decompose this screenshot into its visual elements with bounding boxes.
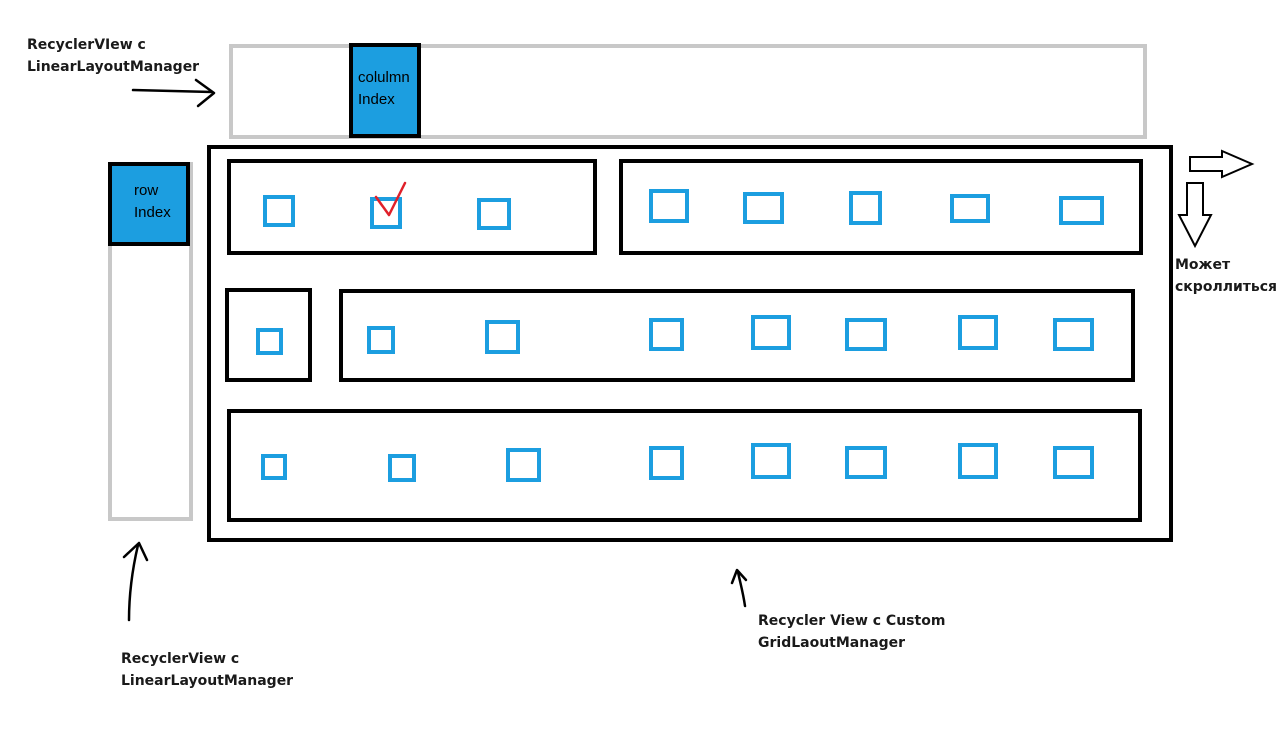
scroll-right-arrow-icon bbox=[1189, 149, 1255, 179]
checkmark-icon bbox=[374, 181, 407, 217]
scroll-note-label: Может скроллиться bbox=[1175, 257, 1278, 295]
list-item[interactable] bbox=[751, 315, 791, 350]
row-index-line-2: Index bbox=[134, 204, 171, 221]
scroll-down-arrow-icon bbox=[1177, 182, 1213, 249]
list-item[interactable] bbox=[845, 318, 887, 351]
row-index-line-1: row bbox=[134, 182, 159, 199]
arrow-up-icon bbox=[122, 541, 149, 622]
list-item[interactable] bbox=[263, 195, 295, 227]
grid-row-1-cell-a[interactable] bbox=[227, 159, 597, 255]
list-item[interactable] bbox=[649, 446, 684, 480]
list-item[interactable] bbox=[958, 443, 998, 479]
list-item[interactable] bbox=[261, 454, 287, 480]
list-item[interactable] bbox=[958, 315, 998, 350]
list-item[interactable] bbox=[649, 189, 689, 223]
list-item[interactable] bbox=[743, 192, 784, 224]
column-index-line-1: colulmn bbox=[358, 69, 410, 86]
list-item[interactable] bbox=[388, 454, 416, 482]
list-item[interactable] bbox=[950, 194, 990, 223]
arrow-up-small-icon bbox=[730, 568, 748, 608]
list-item[interactable] bbox=[370, 197, 402, 229]
arrow-right-icon bbox=[131, 78, 216, 108]
top-recycler-label: RecyclerVIew c LinearLayoutManager bbox=[27, 37, 200, 75]
list-item[interactable] bbox=[256, 328, 283, 355]
list-item[interactable] bbox=[751, 443, 791, 479]
list-item[interactable] bbox=[849, 191, 882, 225]
grid-row-3-cell[interactable] bbox=[227, 409, 1142, 522]
list-item[interactable] bbox=[845, 446, 887, 479]
grid-recycler[interactable] bbox=[207, 145, 1173, 542]
list-item[interactable] bbox=[1053, 318, 1094, 351]
list-item[interactable] bbox=[477, 198, 511, 230]
list-item[interactable] bbox=[367, 326, 395, 354]
list-item[interactable] bbox=[1053, 446, 1094, 479]
grid-row-1-cell-b[interactable] bbox=[619, 159, 1143, 255]
grid-row-2-cell-a[interactable] bbox=[225, 288, 312, 382]
column-index-line-2: Index bbox=[358, 91, 395, 108]
list-item[interactable] bbox=[1059, 196, 1104, 225]
list-item[interactable] bbox=[506, 448, 541, 482]
grid-recycler-label: Recycler View c Custom GridLaoutManager bbox=[758, 613, 946, 651]
bottom-recycler-label: RecyclerView c LinearLayoutManager bbox=[121, 651, 294, 689]
list-item[interactable] bbox=[649, 318, 684, 351]
list-item[interactable] bbox=[485, 320, 520, 354]
grid-row-2-cell-b[interactable] bbox=[339, 289, 1135, 382]
column-index-cell[interactable]: colulmn Index bbox=[349, 43, 421, 138]
row-index-cell[interactable]: row Index bbox=[108, 162, 190, 246]
